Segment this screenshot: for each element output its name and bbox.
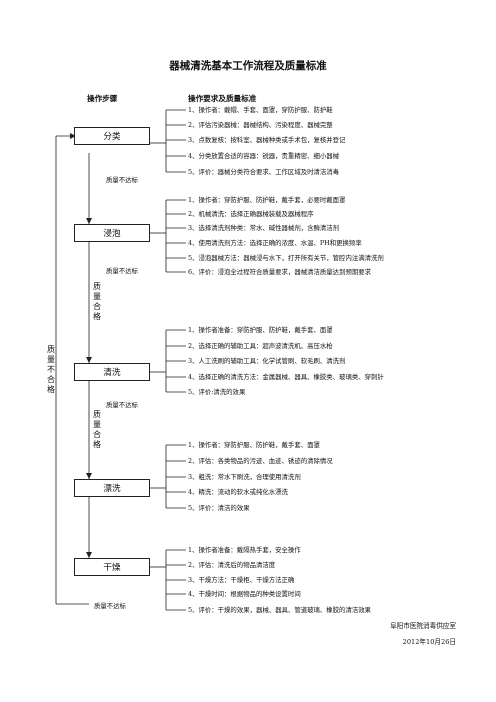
- wash-item-4: 4、选择正确的清洗方法：金属器械、器具、橡胶类、玻璃类、穿刺针: [188, 373, 384, 381]
- rinse-item-3: 3、粗洗：常水下刷洗，合理使用清洗剂: [188, 473, 301, 481]
- wash-item-2: 2、选择正确的辅助工具：超声波清洗机、高压水枪: [188, 342, 333, 350]
- dry-item-5: 5、评价：干燥的效果，器械、器具、管道玻璃、橡胶的清洁效果: [188, 606, 372, 614]
- fail-label-sort: 质量不达标: [106, 176, 138, 184]
- step-box-soak: 浸泡: [74, 224, 150, 242]
- sort-item-4: 4、分类放置合适的容器：锐器，贵重精密、细小器械: [188, 152, 340, 160]
- step-box-dry: 干燥: [74, 558, 150, 576]
- soak-item-4: 4、使用清洗剂方法：选择正确的浓度、水温、PH和更换频率: [188, 239, 362, 247]
- quality-passed-label-upper: 质量合格: [93, 282, 101, 321]
- rinse-item-1: 1、操作者：穿防护服、防护鞋，戴手套、面罩: [188, 441, 320, 449]
- soak-item-1: 1、操作者：穿防护服、防护鞋，戴手套，必要时戴面罩: [188, 196, 346, 204]
- sort-item-1: 1、操作者：戴帽、手套、面罩，穿防护服、防护鞋: [188, 106, 333, 114]
- wash-item-3: 3、人工洗刷的辅助工具：化学试管刷、软毛刷、清洗剂: [188, 357, 346, 365]
- fail-label-soak: 质量不达标: [106, 267, 138, 275]
- wash-item-5: 5、评价:清洗的效果: [188, 388, 246, 396]
- rinse-item-5: 5、评价：清洁的效果: [188, 504, 250, 512]
- page-title: 器械清洗基本工作流程及质量标准: [169, 60, 327, 72]
- soak-item-6: 6、评价：浸泡全过程符合质量要求，器械清洁质量达到预期要求: [188, 268, 372, 276]
- step-box-sort: 分类: [74, 127, 150, 145]
- steps-header: 操作步骤: [87, 94, 118, 103]
- dry-item-2: 2、评估：清洗后的物品清洁度: [188, 561, 276, 569]
- wash-item-1: 1、操作者准备：穿防护服、防护鞋，戴手套、面罩: [188, 326, 333, 334]
- sort-item-5: 5、评价：器械分类符合要求、工作区域及时清洁消毒: [188, 168, 340, 176]
- sort-item-2: 2、评估污染器械：器械结构、污染程度、器械完整: [188, 121, 333, 129]
- requirements-header: 操作要求及质量标准: [188, 94, 257, 103]
- fail-label-wash: 质量不达标: [106, 401, 138, 409]
- footer-organization: 阜阳市医院消毒供应室: [390, 622, 456, 630]
- step-box-rinse: 漂洗: [74, 479, 150, 497]
- soak-item-2: 2、机械清洗：选择正确器械装载及器械程序: [188, 210, 314, 218]
- dry-item-4: 4、干燥时间：根据物品的种类设置时间: [188, 590, 301, 598]
- quality-passed-label-lower: 质量合格: [93, 410, 101, 449]
- rinse-item-2: 2、评估：各类物品的污迹、血迹、锈迹的清除情况: [188, 457, 333, 465]
- sort-item-3: 3、点数复核：按科室、器械种类或手术包，复核并登记: [188, 136, 346, 144]
- footer-date: 2012年10月26日: [402, 638, 456, 646]
- dry-item-1: 1、操作者准备：戴隔热手套，安全操作: [188, 546, 301, 554]
- dry-item-3: 3、干燥方法：干燥柜、干燥方法正确: [188, 576, 295, 584]
- fail-label-dry: 质量不达标: [94, 602, 126, 610]
- step-box-wash: 清洗: [74, 363, 150, 381]
- soak-item-3: 3、选择清洗剂种类：常水、碱性器械剂，含酶清洁剂: [188, 224, 340, 232]
- soak-item-5: 5、浸泡器械方法：器械浸与水下，打开所有关节，管腔内注满清洗剂: [188, 254, 384, 262]
- rinse-item-4: 4、精洗：流动的软水或纯化水漂洗: [188, 488, 288, 496]
- quality-failed-side-label: 质量不合格: [47, 345, 55, 394]
